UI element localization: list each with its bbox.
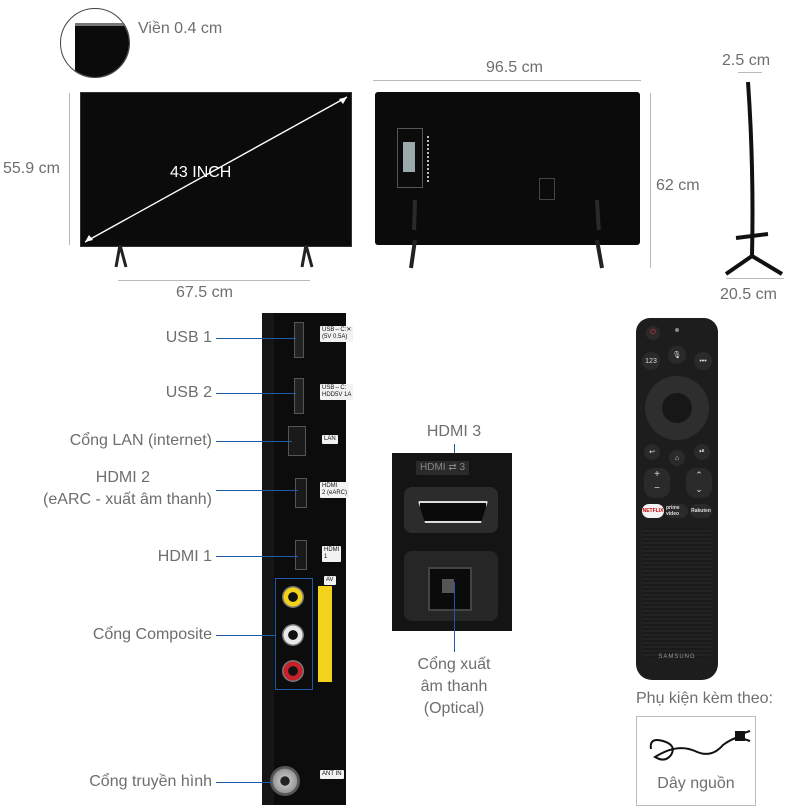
back-button-icon: ↩ [644, 444, 660, 460]
front-height-label: 55.9 cm [3, 160, 60, 177]
composite-highlight-box [275, 578, 313, 690]
antenna-port [270, 766, 300, 796]
hdmi3-plate: HDMI ⇄ 3 [416, 461, 470, 475]
optical-label-line1: Cổng xuất [417, 656, 491, 673]
hdmi2-label-line1: HDMI 2 [95, 469, 150, 486]
remote-grip-texture [642, 528, 712, 658]
usb1-label: USB 1 [165, 329, 212, 346]
av-tag: AV [324, 576, 336, 585]
optical-label-line2: âm thanh [420, 678, 488, 695]
remote-brand: SAMSUNG [658, 654, 696, 660]
lan-line [216, 441, 292, 442]
usb2-label: USB 2 [165, 384, 212, 401]
composite-red-jack [282, 660, 304, 682]
netflix-button: NETFLIX [642, 504, 664, 518]
lan-tag: LAN [322, 435, 338, 444]
hdmi1-line [216, 556, 298, 557]
mic-button-icon: 🎙 [668, 346, 686, 364]
back-height-line [650, 93, 651, 268]
hdmi3-label: HDMI 3 [426, 423, 482, 440]
side-tv-profile [724, 81, 784, 276]
ant-tag: ANT IN [320, 770, 344, 779]
back-width-line [373, 80, 641, 81]
front-tv-screen [80, 92, 352, 247]
bezel-zoom-circle [60, 8, 130, 78]
hdmi2-line [216, 490, 298, 491]
power-cord-icon [649, 730, 751, 761]
channel-rocker: ⌃⌄ [686, 468, 712, 498]
hdmi1-port [295, 540, 307, 570]
screen-size-label: 43 INCH [170, 164, 232, 181]
composite-yellow-jack [282, 586, 304, 608]
hdmi3-socket [418, 501, 488, 523]
stand-width-label: 67.5 cm [176, 284, 233, 301]
hdmi2-label-line2: (eARC - xuất âm thanh) [43, 491, 212, 508]
ports-closeup-photo: HDMI ⇄ 3 [392, 453, 512, 631]
volume-rocker: +− [644, 468, 670, 498]
optical-socket [428, 567, 472, 611]
side-top-line [738, 72, 762, 73]
av-yellow-strip [318, 586, 332, 682]
side-depth-top-label: 2.5 cm [722, 52, 771, 69]
optical-label-line3: (Optical) [423, 700, 485, 717]
usb2-line [216, 393, 296, 394]
antenna-label: Cổng truyền hình [89, 773, 212, 790]
usb2-tag: USB⇔C:HDD5V 1A [320, 384, 354, 400]
usb2-port [294, 378, 304, 414]
accessories-title: Phụ kiện kèm theo: [636, 690, 773, 707]
usb1-line [216, 338, 296, 339]
power-button-icon: ⏻ [646, 326, 660, 340]
front-stand [114, 245, 314, 268]
back-stand [412, 200, 601, 230]
power-cord-box: Dây nguồn [636, 716, 756, 806]
home-button-icon: ⌂ [669, 450, 685, 466]
dpad-ring [645, 376, 709, 440]
hdmi2-port [295, 478, 307, 508]
prime-video-button: prime video [666, 504, 688, 518]
hdmi1-label: HDMI 1 [157, 548, 212, 565]
antenna-line [216, 782, 272, 783]
power-cord-label: Dây nguồn [657, 775, 735, 792]
back-width-label: 96.5 cm [486, 59, 543, 76]
play-pause-button-icon: ⏯ [694, 444, 710, 460]
composite-white-jack [282, 624, 304, 646]
composite-label: Cổng Composite [92, 626, 212, 643]
lan-label: Cổng LAN (internet) [69, 432, 212, 449]
optical-pointer [454, 582, 455, 652]
front-height-line [69, 93, 70, 245]
back-stand-feet [409, 240, 604, 269]
composite-line [216, 635, 276, 636]
side-base-line [726, 278, 784, 279]
mic-dot [675, 328, 679, 332]
usb1-port [294, 322, 304, 358]
usb1-tag: USB⇔C:✕(5V 0.5A) [320, 326, 354, 342]
color-button-icon: ••• [694, 352, 712, 370]
back-height-label: 62 cm [656, 177, 700, 194]
stand-width-line [118, 280, 310, 281]
bezel-label: Viền 0.4 cm [138, 20, 223, 37]
back-tv-panel [375, 92, 640, 245]
side-depth-base-label: 20.5 cm [720, 286, 777, 303]
remote-control: ⏻ 123 🎙 ••• ↩ ⌂ ⏯ +− ⌃⌄ NETFLIX prime vi… [636, 318, 718, 680]
rakuten-button: Rakuten [690, 504, 712, 518]
123-button: 123 [642, 352, 660, 370]
